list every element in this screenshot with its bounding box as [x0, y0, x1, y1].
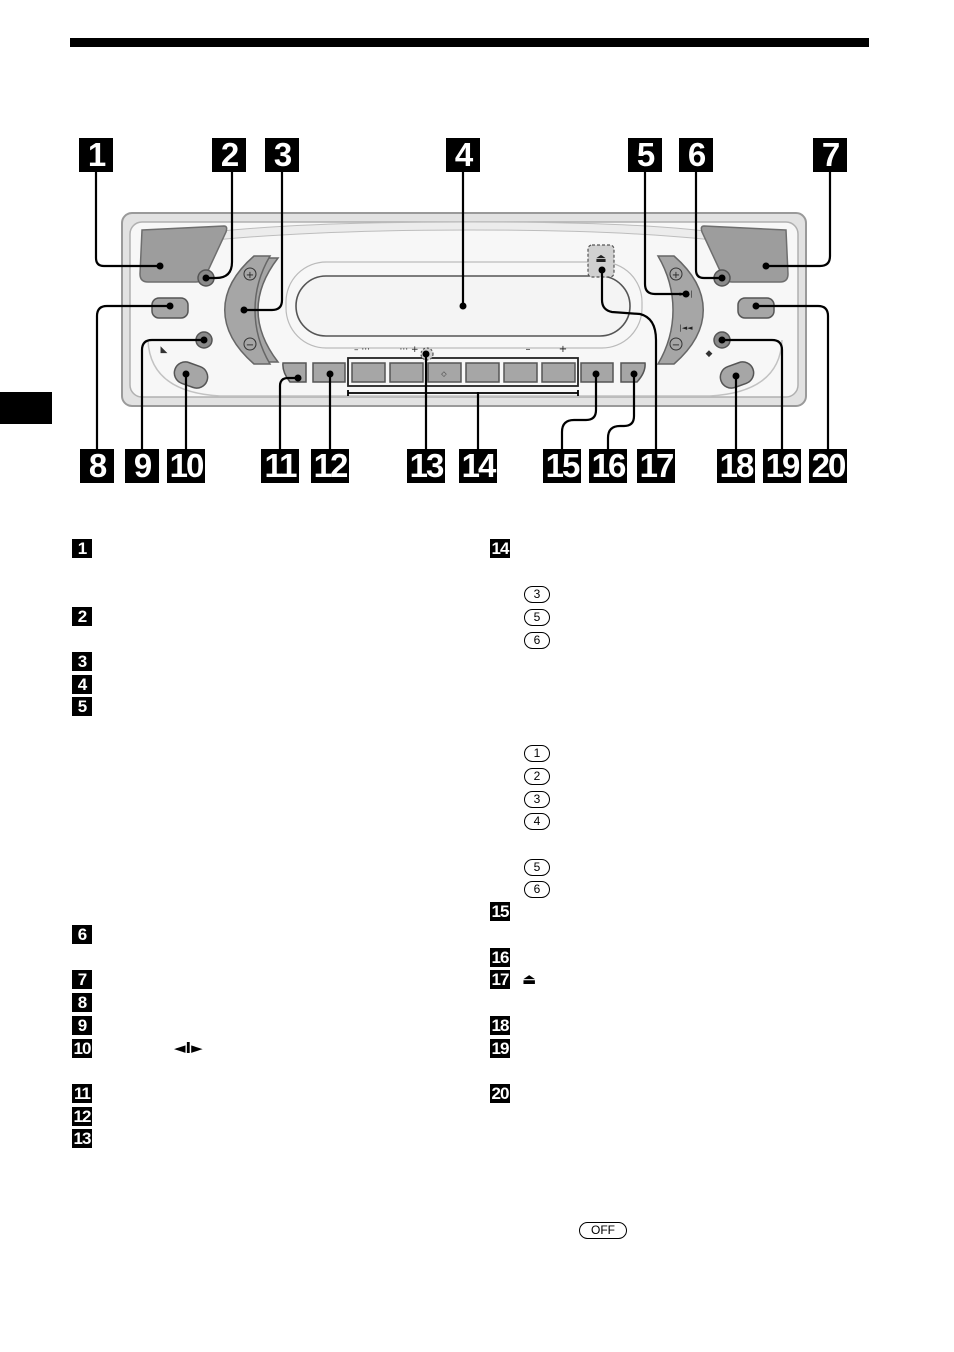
button-10 — [173, 361, 209, 389]
preset-key-6b: 6 — [524, 881, 550, 898]
callout-4: 4 — [446, 138, 480, 172]
legend-item-8: 8 — [72, 993, 92, 1012]
seek-rocker-body — [656, 255, 704, 365]
legend-item-18: 18 — [490, 1016, 510, 1035]
callout-17: 17 — [637, 449, 675, 483]
preset-minus-mark: – — [526, 344, 531, 355]
legend-item-2: 2 — [72, 607, 92, 626]
legend-item-20: 20 — [490, 1084, 510, 1103]
legend-item-3: 3 — [72, 652, 92, 671]
callout-14: 14 — [459, 449, 497, 483]
legend-item-1: 1 — [72, 539, 92, 558]
callout-9: 9 — [125, 449, 159, 483]
diamond-icon-right: ◆ — [706, 349, 713, 359]
preset-key-4: 4 — [524, 813, 550, 830]
legend-item-14: 14 — [490, 539, 510, 558]
legend-item-9: 9 — [72, 1016, 92, 1035]
eject-mark: ⏏ — [595, 251, 606, 265]
callout-13: 13 — [407, 449, 445, 483]
eject-icon: ⏏ — [522, 970, 537, 988]
callout-16: 16 — [589, 449, 627, 483]
vol-minus-mark: − — [246, 340, 254, 351]
section-tab — [0, 392, 52, 424]
preset-key-2: 2 — [524, 768, 550, 785]
preset-2 — [389, 362, 424, 383]
legend-item-5: 5 — [72, 697, 92, 716]
front-panel-diagram: + − + − ►►| |◄◄ – ··· ··· + – + ◇ ⏏ ◣ ◆ — [94, 172, 832, 449]
eject-dashed-box — [587, 244, 615, 278]
legend-item-11: 11 — [72, 1084, 92, 1103]
callout-2: 2 — [212, 138, 246, 172]
preset-key-3b: 3 — [524, 791, 550, 808]
callout-19: 19 — [763, 449, 801, 483]
preset-key-6a: 6 — [524, 632, 550, 649]
legend-item-16: 16 — [490, 948, 510, 967]
callout-12: 12 — [311, 449, 349, 483]
callout-6: 6 — [679, 138, 713, 172]
legend-item-6: 6 — [72, 925, 92, 944]
seek-prev-mark: |◄◄ — [679, 324, 693, 332]
off-button-mark: OFF — [579, 1222, 627, 1239]
legend-item-12: 12 — [72, 1107, 92, 1126]
preset-3 — [427, 362, 462, 383]
preset-key-1: 1 — [524, 745, 550, 762]
callout-1: 1 — [79, 138, 113, 172]
preset-4 — [465, 362, 500, 383]
preset-plus-mark: + — [559, 344, 567, 355]
preset-key-5b: 5 — [524, 859, 550, 876]
legend-item-7: 7 — [72, 970, 92, 989]
disc-minus-mark: – ··· — [354, 345, 370, 355]
prev-next-symbol: ◄I► — [174, 1039, 203, 1057]
vol-plus-mark: + — [246, 270, 254, 281]
callout-5: 5 — [628, 138, 662, 172]
callout-20: 20 — [809, 449, 847, 483]
legend-item-13: 13 — [72, 1129, 92, 1148]
preset-1 — [351, 362, 386, 383]
preset-5 — [503, 362, 538, 383]
legend-item-19: 19 — [490, 1039, 510, 1058]
callout-10: 10 — [167, 449, 205, 483]
callout-7: 7 — [813, 138, 847, 172]
legend-item-17: 17 — [490, 970, 510, 989]
preset-key-3a: 3 — [524, 586, 550, 603]
seek-minus-mark: − — [672, 340, 680, 351]
preset-6 — [541, 362, 576, 383]
legend-item-15: 15 — [490, 902, 510, 921]
callout-3: 3 — [265, 138, 299, 172]
callout-18: 18 — [717, 449, 755, 483]
callout-11: 11 — [261, 449, 299, 483]
legend-item-10: 10 — [72, 1039, 92, 1058]
angle-icon-left: ◣ — [161, 345, 168, 355]
top-rule — [70, 38, 869, 47]
preset-dot-mark: ◇ — [441, 370, 447, 378]
seek-plus-mark: + — [672, 270, 680, 281]
disc-plus-mark: ··· + — [400, 345, 419, 355]
legend-item-4: 4 — [72, 675, 92, 694]
callout-15: 15 — [543, 449, 581, 483]
callout-8: 8 — [80, 449, 114, 483]
preset-key-5a: 5 — [524, 609, 550, 626]
